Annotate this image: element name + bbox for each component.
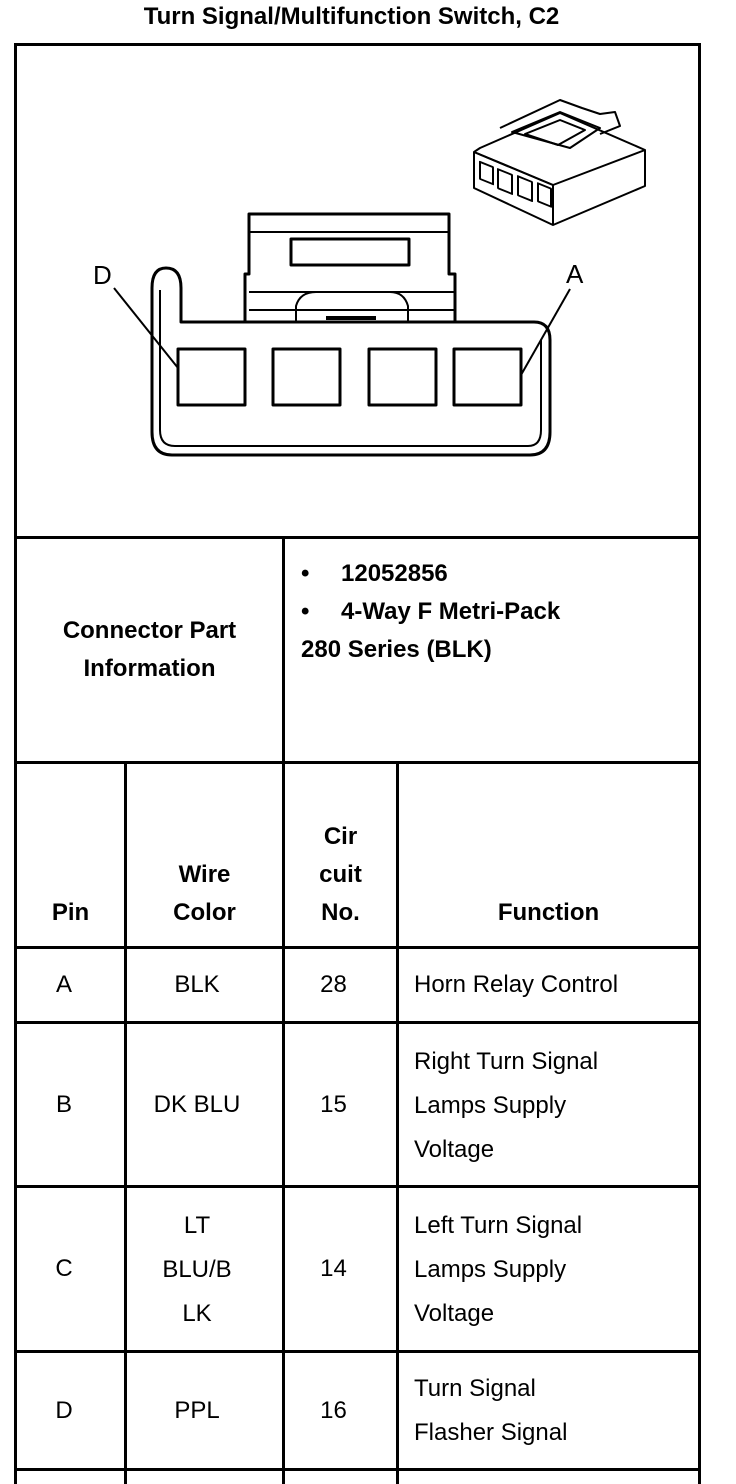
pin-value: D — [55, 1396, 73, 1424]
cell-pin: A — [17, 949, 111, 1021]
part-number-line: • 12052856 — [301, 555, 696, 593]
header-wire-line1: Wire — [178, 861, 231, 888]
col-divider-wire — [124, 761, 127, 1484]
function-line: Lamps Supply — [414, 1256, 567, 1283]
header-circuit-line3: No. — [321, 899, 360, 926]
cavity-b — [367, 347, 438, 407]
divider-row-c — [14, 1350, 701, 1353]
divider-header — [14, 946, 701, 949]
divider-figure — [14, 536, 701, 539]
cavity-a — [452, 347, 523, 407]
wire-color-value: PPL — [174, 1396, 220, 1424]
header-circuit-line1: Cir — [323, 823, 358, 850]
header-function-text: Function — [497, 899, 600, 926]
col-divider-function — [396, 761, 399, 1484]
cell-circuit: 15 — [285, 1024, 382, 1185]
divider-row-d — [14, 1468, 701, 1471]
function-line: Voltage — [414, 1136, 495, 1163]
divider-info — [14, 761, 701, 764]
divider-row-a — [14, 1021, 701, 1024]
wire-color-line: BLU/B — [162, 1256, 232, 1283]
connector-info-label-line2: Information — [83, 655, 216, 682]
cell-wire-color: LT BLU/B LK — [127, 1204, 267, 1336]
cell-pin: B — [17, 1024, 111, 1185]
bullet: • — [301, 560, 310, 587]
header-function: Function — [399, 764, 698, 932]
function-value: Horn Relay Control — [414, 971, 619, 998]
cavity-d — [176, 347, 247, 407]
header-circuit-line2: cuit — [319, 861, 362, 888]
function-line: Lamps Supply — [414, 1092, 567, 1119]
function-line: Right Turn Signal — [414, 1048, 599, 1075]
function-line: Left Turn Signal — [414, 1212, 583, 1239]
cell-circuit: 14 — [285, 1188, 382, 1350]
circuit-value: 14 — [320, 1255, 347, 1282]
part-desc-line: • 4-Way F Metri-Pack — [301, 593, 696, 631]
connector-info-label-line1: Connector Part — [62, 617, 237, 644]
header-circuit: Cir cuit No. — [285, 764, 396, 932]
pin-label-left: D — [93, 260, 112, 290]
cell-pin: D — [17, 1353, 111, 1468]
col-divider-circuit — [282, 536, 285, 1484]
page-title: Turn Signal/Multifunction Switch, C2 — [143, 3, 560, 30]
connector-body — [150, 266, 552, 457]
wire-color-value: BLK — [174, 971, 220, 998]
cell-function: Turn Signal Flasher Signal — [414, 1367, 698, 1455]
divider-row-b — [14, 1185, 701, 1188]
wire-color-line: LK — [182, 1300, 212, 1327]
pin-value: C — [55, 1255, 73, 1282]
part-desc-line2: 280 Series (BLK) — [301, 636, 492, 663]
circuit-value: 15 — [320, 1090, 347, 1118]
pin-value: A — [55, 971, 72, 998]
cell-circuit: 28 — [285, 949, 382, 1021]
cell-wire-color: PPL — [127, 1353, 267, 1468]
cell-wire-color: DK BLU — [127, 1024, 267, 1185]
pin-label-right: A — [566, 259, 584, 289]
cell-function: Horn Relay Control — [414, 949, 698, 1021]
function-line: Turn Signal — [414, 1375, 536, 1402]
function-line: Voltage — [414, 1300, 495, 1327]
connector-iso-icon — [473, 99, 646, 226]
circuit-value: 16 — [320, 1396, 347, 1424]
pin-value: B — [55, 1090, 72, 1118]
header-pin: Pin — [17, 764, 124, 932]
header-wire-color: Wire Color — [127, 764, 282, 932]
cell-pin: C — [17, 1188, 111, 1350]
part-number: 12052856 — [341, 560, 448, 587]
cell-wire-color: BLK — [127, 949, 267, 1021]
connector-info-value: • 12052856 • 4-Way F Metri-Pack 280 Series… — [301, 555, 696, 669]
connector-diagram: D A — [93, 99, 646, 457]
cell-circuit: 16 — [285, 1353, 382, 1468]
connector-info-label: Connector Part Information — [17, 539, 282, 761]
cavity-c — [271, 347, 342, 407]
function-line: Flasher Signal — [414, 1419, 568, 1446]
connector-latch — [243, 212, 457, 322]
wire-color-line: LT — [183, 1212, 211, 1239]
part-desc-line1: 4-Way F Metri-Pack — [341, 598, 561, 625]
header-wire-line2: Color — [173, 899, 236, 926]
header-pin-text: Pin — [51, 899, 90, 926]
cell-function: Left Turn Signal Lamps Supply Voltage — [414, 1204, 698, 1336]
wire-color-value: DK BLU — [153, 1090, 241, 1118]
bullet: • — [301, 598, 310, 625]
circuit-value: 28 — [320, 971, 347, 998]
cell-function: Right Turn Signal Lamps Supply Voltage — [414, 1040, 698, 1172]
